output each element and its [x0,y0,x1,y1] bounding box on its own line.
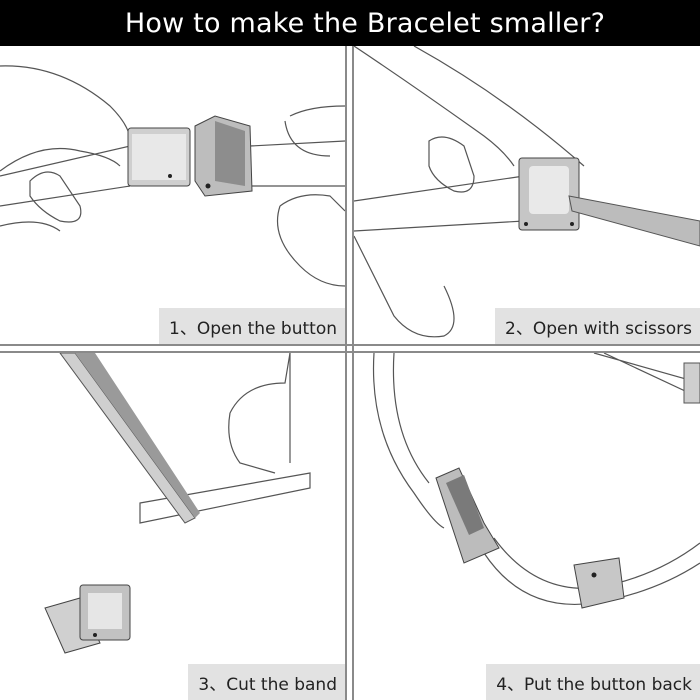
step-1-panel: 1、Open the button [0,46,345,344]
divider-vertical [352,46,354,700]
divider-horizontal [0,351,700,353]
divider-vertical [345,46,347,700]
step-4-panel: 4、Put the button back [354,353,700,700]
open-with-scissors-illustration [354,46,700,338]
divider-horizontal [0,344,700,346]
step-label: 3、Cut the band [188,664,345,700]
cut-band-illustration [44,353,311,654]
step-label: 2、Open with scissors [495,308,700,344]
open-button-illustration [0,65,345,287]
step-label: 4、Put the button back [486,664,700,700]
step-label: 1、Open the button [159,308,345,344]
step-2-panel: 2、Open with scissors [354,46,700,344]
put-button-back-illustration [372,353,700,609]
step-3-panel: 3、Cut the band [0,353,345,700]
page-title: How to make the Bracelet smaller? [124,7,606,39]
title-banner: How to make the Bracelet smaller? [0,0,700,46]
